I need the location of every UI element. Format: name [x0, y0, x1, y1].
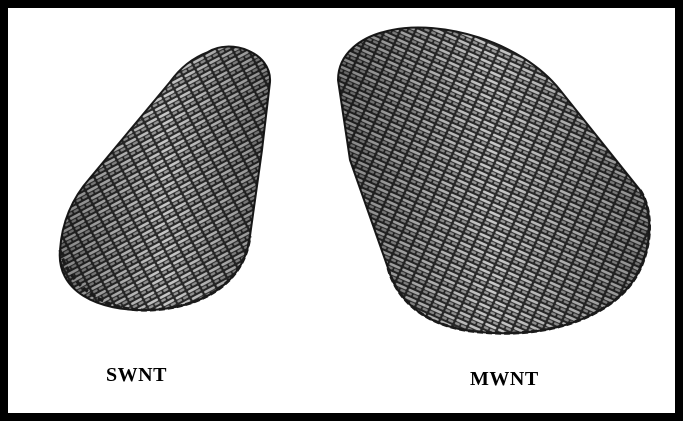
swnt-label: SWNT — [106, 364, 167, 387]
mwnt-label: MWNT — [470, 368, 539, 391]
nanotube-mwnt-icon — [338, 28, 649, 334]
nanotube-swnt-icon — [60, 47, 270, 311]
